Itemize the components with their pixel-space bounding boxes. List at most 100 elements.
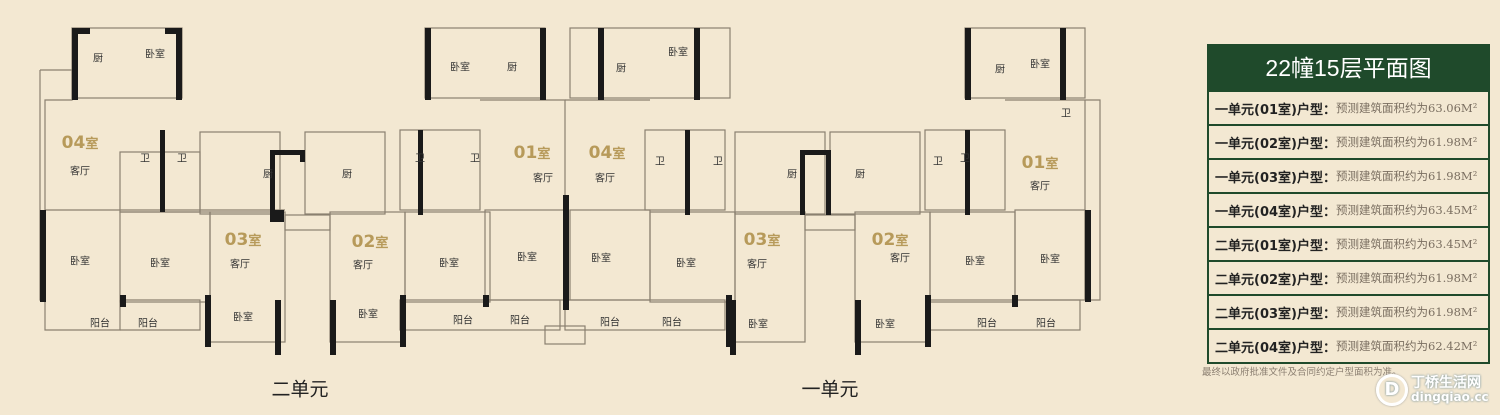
thin-walls bbox=[39, 27, 1101, 345]
building-label-unit-2: 二单元 bbox=[271, 378, 329, 401]
legend-row: 一单元(04室)户型：预测建筑面积约为63.45M² bbox=[1209, 192, 1488, 226]
room-label: 卧室 bbox=[1040, 254, 1060, 266]
area-value: 预测建筑面积约为61.98M² bbox=[1336, 169, 1478, 183]
room-label: 卧室 bbox=[150, 258, 170, 270]
room-label: 阳台 bbox=[510, 315, 530, 327]
separator: ： bbox=[1322, 102, 1336, 118]
apartment-number: 04 bbox=[61, 133, 86, 153]
apartment-number-label: 04室 bbox=[62, 133, 99, 153]
room-label: 卧室 bbox=[517, 252, 537, 264]
room-label: 卧室 bbox=[591, 253, 611, 265]
room-label: 阳台 bbox=[138, 318, 158, 330]
legend-row: 二单元(03室)户型：预测建筑面积约为61.98M² bbox=[1209, 294, 1488, 328]
room-label: 厨 bbox=[342, 169, 352, 181]
room-label: 客厅 bbox=[890, 253, 910, 265]
apartment-suffix: 室 bbox=[895, 234, 909, 249]
legend-row: 一单元(01室)户型：预测建筑面积约为63.06M² bbox=[1209, 90, 1488, 124]
legend-title: 22幢15层平面图 bbox=[1209, 46, 1488, 90]
room-label: 卧室 bbox=[233, 312, 253, 324]
room-label: 卧室 bbox=[875, 319, 895, 331]
unit-type: 一单元(04室)户型 bbox=[1215, 204, 1323, 220]
apartment-number: 02 bbox=[871, 230, 896, 250]
room-label: 卫 bbox=[713, 156, 723, 168]
room-label: 客厅 bbox=[353, 260, 373, 272]
apartment-number-label: 01室 bbox=[1022, 153, 1059, 173]
room-label: 阳台 bbox=[662, 317, 682, 329]
apartment-suffix: 室 bbox=[85, 137, 99, 152]
room-label: 阳台 bbox=[977, 318, 997, 330]
apartment-number-label: 03室 bbox=[744, 230, 781, 250]
legend-row: 二单元(01室)户型：预测建筑面积约为63.45M² bbox=[1209, 226, 1488, 260]
area-value: 预测建筑面积约为61.98M² bbox=[1336, 135, 1478, 149]
apartment-suffix: 室 bbox=[1045, 157, 1059, 172]
apartment-number: 01 bbox=[1021, 153, 1046, 173]
apartment-number: 02 bbox=[351, 232, 376, 252]
room-label: 卧室 bbox=[439, 258, 459, 270]
room-label: 卫 bbox=[933, 156, 943, 168]
room-label: 卫 bbox=[470, 153, 480, 165]
room-label: 卧室 bbox=[1030, 59, 1050, 71]
apartment-number-label: 04室 bbox=[589, 143, 626, 163]
room-label: 卫 bbox=[960, 153, 970, 165]
legend-row: 二单元(02室)户型：预测建筑面积约为61.98M² bbox=[1209, 260, 1488, 294]
separator: ： bbox=[1322, 136, 1336, 152]
watermark-name: 丁桥生活网 bbox=[1411, 375, 1481, 391]
apartment-suffix: 室 bbox=[375, 236, 389, 251]
unit-type: 一单元(03室)户型 bbox=[1215, 170, 1323, 186]
separator: ： bbox=[1322, 306, 1336, 322]
watermark-domain: dingqiao.cc bbox=[1411, 390, 1489, 404]
room-label: 厨 bbox=[855, 169, 865, 181]
area-value: 预测建筑面积约为61.98M² bbox=[1336, 305, 1478, 319]
room-label: 客厅 bbox=[1030, 181, 1050, 193]
legend-row: 二单元(04室)户型：预测建筑面积约为62.42M² bbox=[1209, 328, 1488, 362]
legend-row: 一单元(02室)户型：预测建筑面积约为61.98M² bbox=[1209, 124, 1488, 158]
area-value: 预测建筑面积约为63.45M² bbox=[1336, 237, 1478, 251]
apartment-number: 01 bbox=[513, 143, 538, 163]
unit-type: 二单元(02室)户型 bbox=[1215, 272, 1323, 288]
area-value: 预测建筑面积约为63.06M² bbox=[1336, 101, 1478, 115]
area-value: 预测建筑面积约为61.98M² bbox=[1336, 271, 1478, 285]
unit-type: 二单元(03室)户型 bbox=[1215, 306, 1323, 322]
room-label: 厨 bbox=[787, 169, 797, 181]
legend-row: 一单元(03室)户型：预测建筑面积约为61.98M² bbox=[1209, 158, 1488, 192]
separator: ： bbox=[1322, 204, 1336, 220]
room-label: 卫 bbox=[177, 153, 187, 165]
room-label: 卧室 bbox=[450, 62, 470, 74]
room-label: 客厅 bbox=[230, 259, 250, 271]
room-label: 厨 bbox=[507, 62, 517, 74]
apartment-number-label: 02室 bbox=[352, 232, 389, 252]
room-label: 卧室 bbox=[358, 309, 378, 321]
apartment-number-label: 01室 bbox=[514, 143, 551, 163]
room-label: 卫 bbox=[655, 156, 665, 168]
room-label: 卧室 bbox=[676, 258, 696, 270]
room-label: 阳台 bbox=[453, 315, 473, 327]
apartment-suffix: 室 bbox=[248, 234, 262, 249]
room-label: 阳台 bbox=[90, 318, 110, 330]
apartment-number: 03 bbox=[743, 230, 768, 250]
area-value: 预测建筑面积约为62.42M² bbox=[1336, 339, 1478, 353]
room-label: 卧室 bbox=[748, 319, 768, 331]
room-label: 卫 bbox=[140, 153, 150, 165]
unit-type: 一单元(01室)户型 bbox=[1215, 102, 1323, 118]
apartment-number-label: 02室 bbox=[872, 230, 909, 250]
separator: ： bbox=[1322, 272, 1336, 288]
room-label: 卧室 bbox=[965, 256, 985, 268]
room-label: 客厅 bbox=[747, 259, 767, 271]
separator: ： bbox=[1322, 340, 1336, 356]
apartment-suffix: 室 bbox=[767, 234, 781, 249]
unit-type: 二单元(04室)户型 bbox=[1215, 340, 1323, 356]
room-label: 厨 bbox=[93, 53, 103, 65]
building-label-unit-1: 一单元 bbox=[801, 378, 859, 401]
watermark-d-icon: D bbox=[1376, 374, 1408, 406]
apartment-suffix: 室 bbox=[537, 147, 551, 162]
room-label: 卧室 bbox=[668, 47, 688, 59]
separator: ： bbox=[1322, 238, 1336, 254]
room-label: 卫 bbox=[1061, 108, 1071, 120]
unit-type: 一单元(02室)户型 bbox=[1215, 136, 1323, 152]
room-label: 卧室 bbox=[145, 49, 165, 61]
room-label: 厨 bbox=[616, 63, 626, 75]
